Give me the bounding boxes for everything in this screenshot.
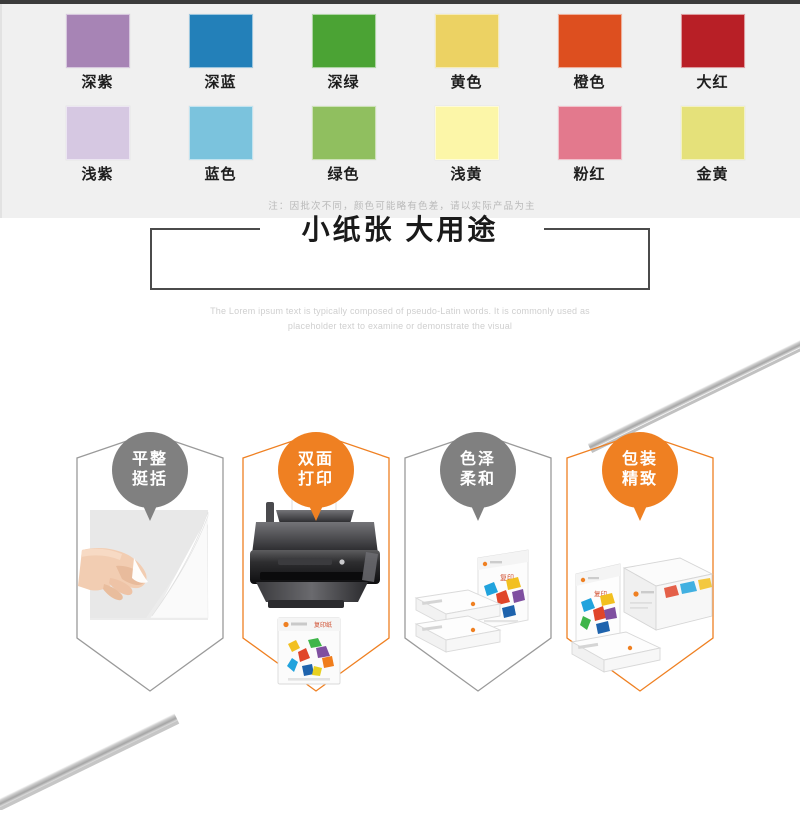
color-swatch-chip[interactable] [311, 14, 376, 68]
feature-badge: 双面 打印 [278, 432, 354, 521]
feature-badge-line1: 包装 [621, 451, 658, 468]
feature-card[interactable]: 复印 [404, 432, 552, 692]
diagonal-bar-bottom-left-icon [0, 713, 180, 815]
feature-badge-line1: 双面 [297, 451, 334, 468]
color-swatch-chip[interactable] [188, 14, 253, 68]
color-swatch-chip[interactable] [65, 106, 130, 160]
headline-frame: 小纸张 大用途 [150, 214, 650, 290]
color-swatch-label: 深绿 [327, 74, 360, 91]
color-swatch-chip[interactable] [188, 106, 253, 160]
feature-badge-line1: 平整 [131, 451, 168, 468]
svg-text:复印纸: 复印纸 [314, 621, 332, 629]
color-swatch-chip[interactable] [680, 14, 745, 68]
color-swatch-chip[interactable] [680, 106, 745, 160]
card-illustration-stacked-reams: 复印 [404, 432, 552, 692]
feature-badge-line2: 精致 [621, 471, 658, 488]
color-swatch-cell[interactable]: 深蓝 [159, 14, 282, 106]
color-disclaimer-note: 注：因批次不同，颜色可能略有色差，请以实际产品为主 [268, 201, 536, 212]
color-swatch-cell[interactable]: 浅紫 [36, 106, 159, 198]
color-swatch-chip[interactable] [434, 14, 499, 68]
decorative-diagonal-bar-bottom-left [0, 700, 220, 815]
color-swatch-label: 黄色 [450, 74, 483, 91]
feature-badge-line2: 打印 [297, 471, 334, 488]
color-swatch-cell[interactable]: 金黄 [651, 106, 774, 198]
page-title: 小纸张 大用途 [301, 214, 499, 245]
color-swatch-label: 金黄 [696, 166, 729, 183]
svg-text:复印: 复印 [500, 573, 514, 582]
color-swatch-label: 浅黄 [450, 166, 483, 183]
feature-badge: 平整 挺括 [112, 432, 188, 521]
top-divider-rule [0, 0, 800, 4]
color-swatch-chip[interactable] [434, 106, 499, 160]
color-chart-panel: 深紫 深蓝 深绿 黄色 橙色 大红浅紫 蓝色 绿色 浅黄 粉红 金黄 注：因批次不同，颜色可能略有色… [0, 4, 800, 218]
color-swatch-cell[interactable]: 绿色 [282, 106, 405, 198]
color-swatch-cell[interactable]: 浅黄 [405, 106, 528, 198]
color-swatch-label: 深蓝 [204, 74, 237, 91]
color-swatch-cell[interactable]: 深绿 [282, 14, 405, 106]
color-swatch-label: 绿色 [327, 166, 360, 183]
color-swatch-cell[interactable]: 粉红 [528, 106, 651, 198]
headline-section: 小纸张 大用途 The Lorem ipsum text is typicall… [0, 214, 800, 334]
color-swatch-chip[interactable] [557, 14, 622, 68]
feature-badge-line2: 柔和 [459, 471, 496, 488]
feature-card[interactable]: 平整 挺括 [76, 432, 224, 692]
color-swatch-cell[interactable]: 橙色 [528, 14, 651, 106]
svg-text:复印: 复印 [594, 589, 607, 598]
color-swatch-cell[interactable]: 黄色 [405, 14, 528, 106]
feature-card-row: 平整 挺括 [0, 398, 800, 698]
feature-badge: 色泽 柔和 [440, 432, 516, 521]
feature-card[interactable]: 复印 [566, 432, 714, 692]
color-swatch-cell[interactable]: 蓝色 [159, 106, 282, 198]
color-swatch-label: 深紫 [81, 74, 114, 91]
color-swatch-cell[interactable]: 深紫 [36, 14, 159, 106]
color-swatch-label: 浅紫 [81, 166, 114, 183]
color-swatch-grid: 深紫 深蓝 深绿 黄色 橙色 大红浅紫 蓝色 绿色 浅黄 粉红 金黄 [36, 14, 776, 198]
feature-badge: 包装 精致 [602, 432, 678, 521]
color-swatch-label: 大红 [696, 74, 729, 91]
feature-badge-line2: 挺括 [131, 471, 168, 488]
feature-badge-line1: 色泽 [459, 451, 496, 468]
card-illustration-carton-box: 复印 [566, 432, 714, 692]
color-swatch-label: 蓝色 [204, 166, 237, 183]
feature-card[interactable]: 复印纸 双面 打印 [242, 432, 390, 692]
card-illustration-hand-holding-paper [76, 432, 224, 692]
color-swatch-chip[interactable] [311, 106, 376, 160]
color-swatch-label: 橙色 [573, 74, 606, 91]
color-swatch-cell[interactable]: 大红 [651, 14, 774, 106]
color-swatch-chip[interactable] [557, 106, 622, 160]
color-swatch-label: 粉红 [573, 166, 606, 183]
headline-subtitle: The Lorem ipsum text is typically compos… [210, 306, 590, 331]
color-swatch-chip[interactable] [65, 14, 130, 68]
